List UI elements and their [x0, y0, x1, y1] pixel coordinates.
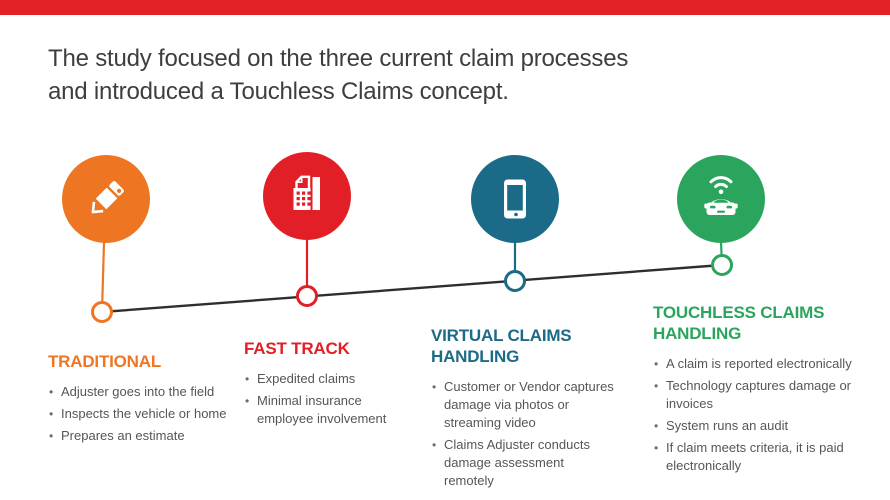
bullet-item: Customer or Vendor captures damage via p… — [431, 378, 617, 432]
timeline-line — [101, 263, 723, 314]
section-title-touchless: TOUCHLESS CLAIMS HANDLING — [653, 303, 825, 343]
traditional-circle — [62, 155, 150, 243]
bullet-list-fast-track: Expedited claims Minimal insurance emplo… — [244, 370, 414, 428]
fast-track-circle — [263, 152, 351, 240]
virtual-circle — [471, 155, 559, 243]
page-title: The study focused on the three current c… — [48, 42, 628, 108]
timeline-node-virtual — [504, 270, 526, 292]
section-fast-track: FAST TRACK Expedited claims Minimal insu… — [244, 338, 414, 432]
bullet-item: System runs an audit — [653, 417, 877, 435]
bullet-list-virtual: Customer or Vendor captures damage via p… — [431, 378, 617, 490]
pencil-icon — [91, 181, 124, 214]
building-invoice-icon — [293, 175, 320, 210]
timeline-node-traditional — [91, 301, 113, 323]
section-touchless: TOUCHLESS CLAIMS HANDLING A claim is rep… — [653, 302, 877, 479]
page-title-line1: The study focused on the three current c… — [48, 45, 629, 72]
bullet-list-touchless: A claim is reported electronically Techn… — [653, 355, 877, 475]
bullet-item: Adjuster goes into the field — [48, 383, 238, 401]
section-virtual: VIRTUAL CLAIMS HANDLING Customer or Vend… — [431, 325, 617, 494]
bullet-list-traditional: Adjuster goes into the field Inspects th… — [48, 383, 238, 445]
touchless-circle — [677, 155, 765, 243]
bullet-item: If claim meets criteria, it is paid elec… — [653, 439, 877, 475]
timeline-node-fast-track — [296, 285, 318, 307]
bullet-item: Inspects the vehicle or home — [48, 405, 238, 423]
bullet-item: Claims Adjuster conducts damage assessme… — [431, 436, 617, 490]
top-accent-bar — [0, 0, 890, 15]
section-title-virtual: VIRTUAL CLAIMS HANDLING — [431, 326, 572, 366]
bullet-item: Technology captures damage or invoices — [653, 377, 877, 413]
section-title-traditional: TRADITIONAL — [48, 352, 162, 371]
section-traditional: TRADITIONAL Adjuster goes into the field… — [48, 351, 238, 449]
connected-car-icon — [704, 176, 738, 215]
bullet-item: Prepares an estimate — [48, 427, 238, 445]
timeline-node-touchless — [711, 254, 733, 276]
smartphone-icon — [504, 179, 526, 219]
page-title-line2: and introduced a Touchless Claims concep… — [48, 78, 509, 105]
connector-traditional — [100, 241, 106, 313]
bullet-item: A claim is reported electronically — [653, 355, 877, 373]
section-title-fast-track: FAST TRACK — [244, 339, 350, 358]
bullet-item: Expedited claims — [244, 370, 414, 388]
bullet-item: Minimal insurance employee involvement — [244, 392, 414, 428]
